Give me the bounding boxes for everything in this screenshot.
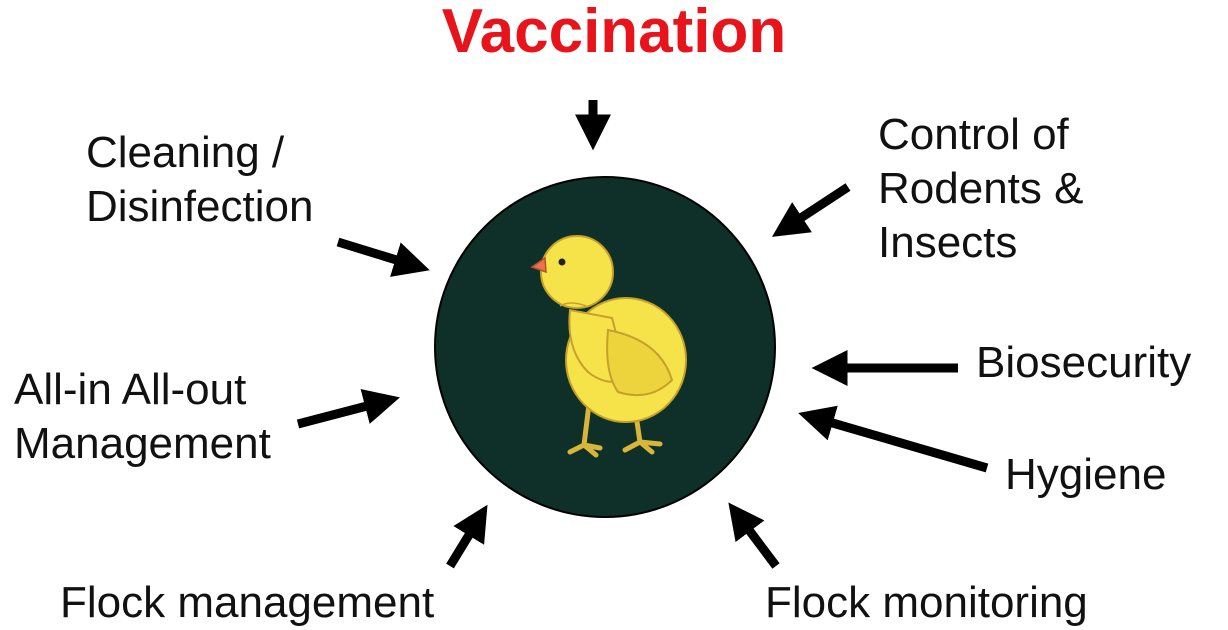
- arrow-hygiene: [812, 417, 987, 468]
- arrow-cleaning: [338, 242, 416, 266]
- arrow-flock-monitoring: [737, 514, 776, 566]
- arrow-all-in: [298, 401, 386, 424]
- arrow-rodents: [784, 187, 848, 229]
- arrow-flock-management: [450, 517, 480, 566]
